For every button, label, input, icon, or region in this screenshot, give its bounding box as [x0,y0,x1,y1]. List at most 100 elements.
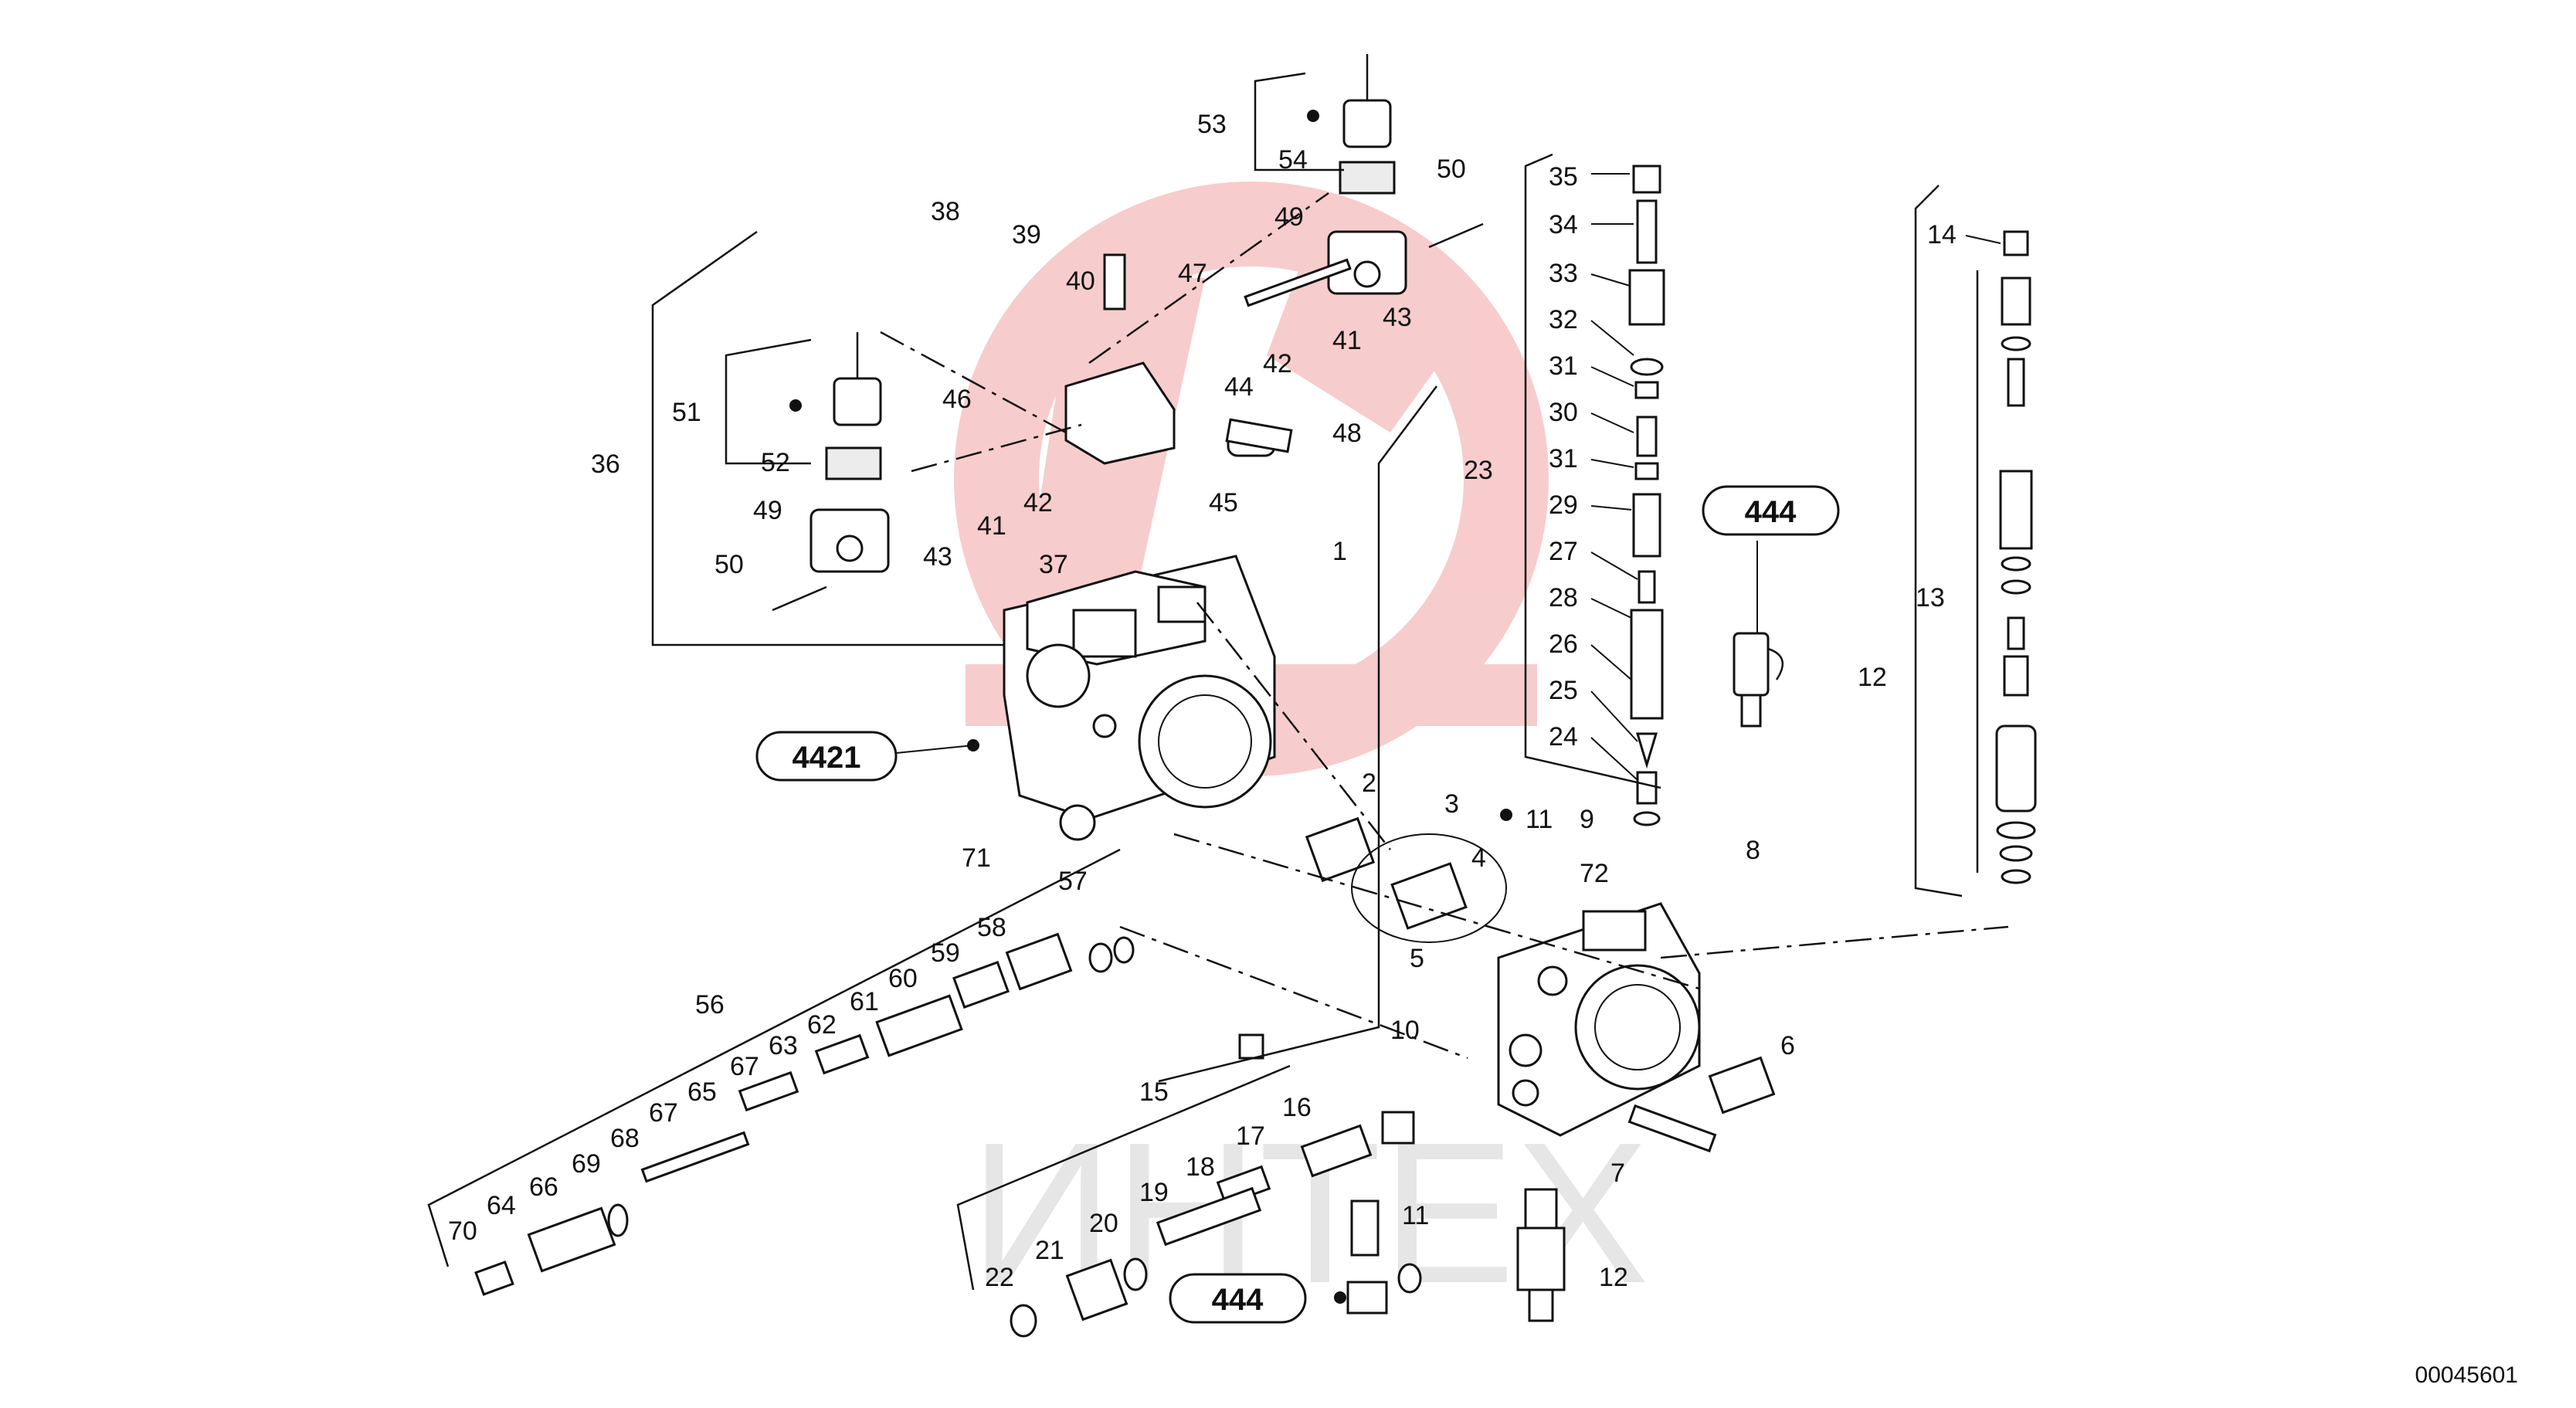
callout-24: 24 [1549,722,1578,751]
callout-41a: 41 [1332,326,1362,355]
callout-34: 34 [1549,210,1578,239]
main-valve-body [1003,555,1276,841]
group-brackets [427,72,1979,1291]
callout-9: 9 [1580,805,1594,834]
callout-41b: 41 [977,511,1006,541]
callout-70: 70 [448,1216,477,1246]
callout-32: 32 [1549,305,1578,334]
lower-spool-line [474,932,1135,1296]
callout-28: 28 [1549,583,1578,612]
callout-49b: 49 [753,496,782,525]
callout-37: 37 [1039,550,1068,579]
callout-16: 16 [1282,1093,1312,1122]
callout-38: 38 [931,197,960,226]
callout-60: 60 [888,964,918,993]
callout-labels: 1 2 3 4 5 6 7 8 9 10 11 11 12 12 13 14 1… [448,110,1957,1292]
solenoid-left [772,332,890,612]
callout-31a: 31 [1549,351,1578,381]
callout-71: 71 [962,843,991,873]
cartridge-12-lower [1516,1188,1566,1322]
callout-42a: 42 [1263,349,1292,378]
callout-64: 64 [487,1191,516,1220]
callout-2: 2 [1362,768,1376,798]
callout-48: 48 [1332,419,1362,448]
svg-text:4421: 4421 [792,741,861,775]
callout-66: 66 [529,1172,558,1202]
callout-27: 27 [1549,537,1578,566]
callout-72: 72 [1580,859,1609,888]
far-right-stack [1995,230,2037,884]
callout-22: 22 [985,1263,1014,1292]
svg-text:444: 444 [1212,1283,1264,1317]
callout-11a: 11 [1526,805,1553,834]
callout-47: 47 [1178,259,1207,288]
callout-61: 61 [850,987,879,1016]
callout-50b: 50 [714,550,744,579]
misc-parts [1225,258,1776,1153]
ref-444-right[interactable]: 444 [1702,485,1840,536]
callout-21: 21 [1035,1236,1064,1265]
callout-49a: 49 [1274,202,1304,232]
callout-20: 20 [1089,1209,1118,1238]
callout-54: 54 [1278,145,1308,175]
callout-56: 56 [695,990,725,1020]
fitting-444-right [1733,632,1784,728]
callout-13: 13 [1916,583,1945,612]
callout-7: 7 [1610,1159,1625,1188]
callout-10: 10 [1390,1016,1420,1045]
leader-lines [895,173,2001,781]
callout-69: 69 [572,1149,601,1179]
callout-42b: 42 [1023,488,1053,517]
callout-5: 5 [1410,944,1424,973]
callout-45: 45 [1209,488,1238,517]
svg-text:444: 444 [1745,495,1797,529]
callout-1: 1 [1332,537,1347,566]
callout-12b: 12 [1858,663,1887,692]
callout-17: 17 [1236,1121,1265,1151]
callout-52: 52 [761,448,790,477]
callout-8: 8 [1746,836,1760,865]
callout-15: 15 [1139,1077,1169,1107]
callout-58: 58 [977,913,1006,942]
callout-12a: 12 [1599,1263,1628,1292]
callout-36: 36 [591,450,620,479]
callout-39: 39 [1012,220,1041,249]
callout-3: 3 [1444,789,1459,819]
bullet-dots [789,110,1512,1304]
ref-4421[interactable]: 4421 [755,731,898,782]
callout-68: 68 [610,1124,640,1153]
assembly-lines [880,192,2009,1060]
callout-43b: 43 [923,542,952,572]
callout-18: 18 [1186,1152,1215,1182]
callout-6: 6 [1780,1031,1795,1060]
callout-40: 40 [1066,266,1095,296]
callout-51: 51 [672,398,701,427]
callout-31b: 31 [1549,444,1578,473]
callout-29: 29 [1549,490,1578,520]
callout-43a: 43 [1383,303,1412,332]
callout-33: 33 [1549,259,1578,288]
callout-53: 53 [1197,110,1227,139]
callout-26: 26 [1549,629,1578,659]
callout-11b: 11 [1402,1201,1429,1230]
callout-30: 30 [1549,398,1578,427]
relief-valve-lower [1010,1111,1422,1338]
solenoid-upper [1327,54,1484,295]
secondary-valve-block [1497,902,1701,1137]
callout-57: 57 [1058,867,1088,896]
right-stack [1628,165,1665,826]
callout-35: 35 [1549,162,1578,192]
callout-23: 23 [1464,456,1493,485]
callout-62: 62 [807,1010,837,1040]
callout-67a: 67 [730,1052,759,1081]
callout-4: 4 [1471,843,1486,873]
callout-63: 63 [769,1031,798,1060]
callout-50a: 50 [1437,154,1466,184]
ref-444-lower[interactable]: 444 [1169,1273,1307,1324]
callout-46: 46 [942,385,972,414]
callout-44: 44 [1224,372,1254,402]
document-number: 00045601 [2415,1362,2518,1388]
callout-19: 19 [1139,1178,1169,1207]
callout-59: 59 [931,938,960,968]
